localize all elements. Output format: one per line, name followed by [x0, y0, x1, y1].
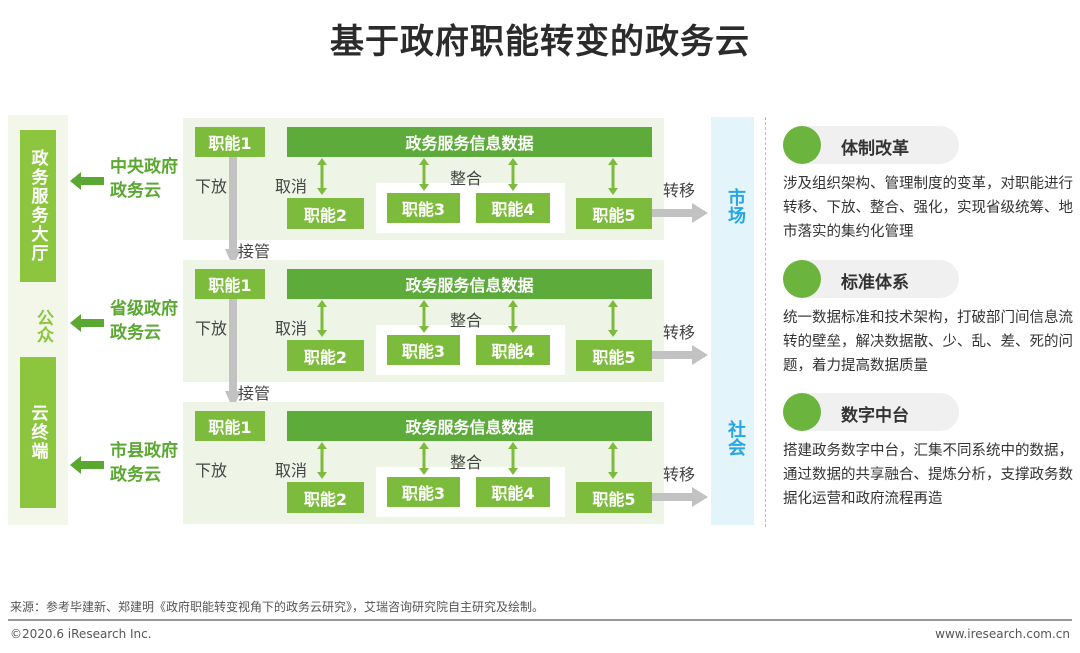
double-arrow-icon — [508, 158, 518, 191]
integrate-label: 整合 — [450, 453, 483, 472]
cloud-terminal-bar: 云终端 — [20, 357, 56, 508]
website: www.iresearch.com.cn — [935, 627, 1070, 641]
transfer-label: 转移 — [663, 465, 696, 484]
integrate-label: 整合 — [450, 311, 483, 330]
circle-icon — [783, 260, 821, 298]
market-label: 市场 — [725, 188, 746, 224]
topic-description: 搭建政务数字中台，汇集不同系统中的数据，通过数据的共享融合、提炼分析，支撑政务数… — [783, 443, 1073, 507]
double-arrow-icon — [508, 442, 518, 475]
function-2: 职能2 — [287, 340, 364, 371]
public-label: 公众 — [33, 309, 53, 343]
function-4: 职能4 — [476, 193, 550, 223]
topic-description: 统一数据标准和技术架构，打破部门间信息流转的壁垒，解决数据散、少、乱、差、死的问… — [783, 310, 1073, 374]
double-arrow-icon — [317, 158, 327, 195]
right-arrow-icon — [652, 345, 708, 365]
left-arrow-icon — [70, 314, 104, 332]
society-label: 社会 — [725, 420, 746, 456]
double-arrow-icon — [508, 300, 518, 333]
double-arrow-icon — [608, 442, 618, 479]
delegate-label: 下放 — [195, 461, 228, 480]
takeover-label: 接管 — [238, 242, 271, 261]
delegate-label: 下放 — [195, 319, 228, 338]
level-label: 中央政府政务云 — [110, 157, 178, 201]
function-5: 职能5 — [576, 198, 652, 229]
divider — [765, 117, 766, 527]
topic-description: 涉及组织架构、管理制度的变革，对职能进行转移、下放、整合、强化，实现省级统筹、地… — [783, 176, 1073, 240]
data-bar: 政务服务信息数据 — [287, 411, 652, 441]
copyright: ©2020.6 iResearch Inc. — [10, 627, 152, 641]
function-1: 职能1 — [195, 411, 265, 441]
delegate-label: 下放 — [195, 177, 228, 196]
function-3: 职能3 — [387, 477, 460, 507]
topic-pill: 数字中台 — [783, 393, 959, 431]
function-5: 职能5 — [576, 340, 652, 371]
level-label: 省级政府政务云 — [110, 299, 178, 343]
transfer-label: 转移 — [663, 181, 696, 200]
double-arrow-icon — [419, 158, 429, 191]
cancel-label: 取消 — [275, 461, 308, 480]
market-society-column — [711, 117, 754, 525]
cancel-label: 取消 — [275, 177, 308, 196]
integrate-label: 整合 — [450, 169, 483, 188]
function-5: 职能5 — [576, 482, 652, 513]
function-1: 职能1 — [195, 269, 265, 299]
circle-icon — [783, 126, 821, 164]
double-arrow-icon — [608, 300, 618, 337]
topic-pill: 标准体系 — [783, 260, 959, 298]
transfer-label: 转移 — [663, 323, 696, 342]
service-hall-bar: 政务服务大厅 — [20, 130, 56, 282]
double-arrow-icon — [419, 442, 429, 475]
function-4: 职能4 — [476, 477, 550, 507]
function-2: 职能2 — [287, 482, 364, 513]
left-arrow-icon — [70, 456, 104, 474]
double-arrow-icon — [317, 442, 327, 479]
double-arrow-icon — [419, 300, 429, 333]
function-2: 职能2 — [287, 198, 364, 229]
circle-icon — [783, 393, 821, 431]
function-4: 职能4 — [476, 335, 550, 365]
right-arrow-icon — [652, 487, 708, 507]
down-arrow-icon — [225, 299, 241, 409]
cancel-label: 取消 — [275, 319, 308, 338]
left-arrow-icon — [70, 172, 104, 190]
function-1: 职能1 — [195, 127, 265, 157]
page-title: 基于政府职能转变的政务云 — [330, 22, 750, 62]
data-bar: 政务服务信息数据 — [287, 269, 652, 299]
right-arrow-icon — [652, 203, 708, 223]
function-3: 职能3 — [387, 335, 460, 365]
double-arrow-icon — [317, 300, 327, 337]
level-label: 市县政府政务云 — [110, 441, 178, 485]
down-arrow-icon — [225, 157, 241, 267]
function-3: 职能3 — [387, 193, 460, 223]
double-arrow-icon — [608, 158, 618, 195]
takeover-label: 接管 — [238, 384, 271, 403]
source-note: 来源：参考毕建新、郑建明《政府职能转变视角下的政务云研究》，艾瑞咨询研究院自主研… — [10, 600, 545, 614]
data-bar: 政务服务信息数据 — [287, 127, 652, 157]
topic-pill: 体制改革 — [783, 126, 959, 164]
footer-divider — [8, 619, 1072, 621]
